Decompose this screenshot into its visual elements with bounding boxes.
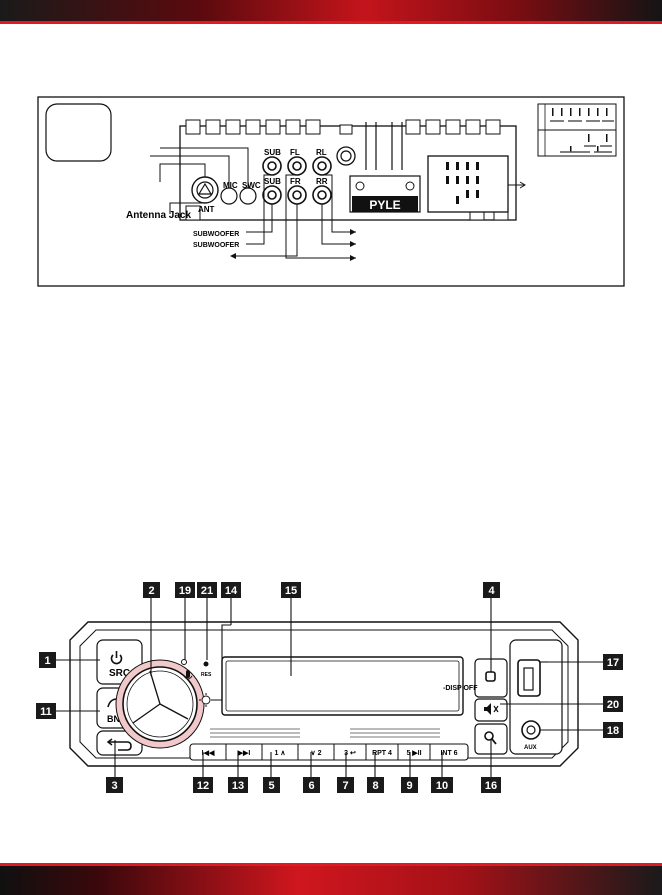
preset-2-button[interactable]: ∨ 2	[311, 750, 322, 757]
callout-4: 4	[483, 582, 500, 598]
reset-hole	[182, 660, 187, 665]
callout-12: 12	[193, 777, 213, 793]
subwoofer-label-1: SUBWOOFER	[193, 231, 239, 238]
svg-text:14: 14	[225, 585, 238, 597]
svg-text:10: 10	[436, 780, 448, 792]
callout-21: 21	[197, 582, 217, 598]
callout-13: 13	[228, 777, 248, 793]
callout-8: 8	[367, 777, 384, 793]
callout-15: 15	[281, 582, 301, 598]
lcd-display	[222, 657, 463, 715]
prev-button[interactable]: I◀◀	[202, 750, 215, 757]
callout-14: 14	[221, 582, 241, 598]
preset-6-button[interactable]: INT 6	[440, 750, 457, 757]
svg-text:19: 19	[179, 585, 191, 597]
preset-1-button[interactable]: 1 ∧	[275, 750, 286, 757]
mic-label: MIC	[223, 181, 238, 190]
mic-jack	[221, 188, 237, 204]
aux-label: AUX	[524, 745, 537, 751]
next-button[interactable]: ▶▶I	[237, 750, 251, 757]
svg-text:8: 8	[372, 780, 378, 792]
callout-7: 7	[337, 777, 354, 793]
callout-5: 5	[263, 777, 280, 793]
svg-text:1: 1	[44, 655, 50, 667]
rr-label: RR	[316, 177, 328, 186]
wiring-diagram: ANT MIC SWC SUB FL RL SUB FR RR PYLE	[38, 97, 624, 286]
svg-text:6: 6	[308, 780, 314, 792]
blank-badge	[46, 104, 111, 161]
svg-text:3: 3	[111, 780, 117, 792]
ir-sensor	[204, 662, 209, 667]
callout-1: 1	[39, 652, 56, 668]
svg-text:13: 13	[232, 780, 244, 792]
callout-3: 3	[106, 777, 123, 793]
callout-17: 17	[603, 654, 623, 670]
svg-text:18: 18	[607, 725, 619, 737]
svg-text:20: 20	[607, 699, 619, 711]
callout-6: 6	[303, 777, 320, 793]
wire-chart	[538, 104, 616, 156]
fl-label: FL	[290, 148, 300, 157]
svg-text:21: 21	[201, 585, 213, 597]
svg-text:4: 4	[488, 585, 495, 597]
callout-20: 20	[603, 696, 623, 712]
svg-text:16: 16	[485, 780, 497, 792]
callout-10: 10	[431, 777, 453, 793]
disp-icon	[486, 672, 495, 681]
svg-text:11: 11	[40, 706, 52, 718]
preset-bar	[190, 744, 468, 760]
rl-label: RL	[316, 148, 327, 157]
swc-jack	[240, 188, 256, 204]
brand-logo: PYLE	[369, 198, 400, 212]
callout-2: 2	[143, 582, 160, 598]
res-label: RES	[201, 672, 212, 678]
disp-off-label: -DISP OFF	[443, 685, 478, 692]
callout-18: 18	[603, 722, 623, 738]
svg-text:9: 9	[406, 780, 412, 792]
callout-16: 16	[481, 777, 501, 793]
preset-5-button[interactable]: 5 ▶II	[406, 750, 421, 757]
svg-text:15: 15	[285, 585, 297, 597]
swc-label: SWC	[242, 181, 261, 190]
svg-text:17: 17	[607, 657, 619, 669]
sub-label: SUB	[264, 177, 281, 186]
footer-band	[0, 863, 662, 895]
callout-11: 11	[36, 703, 56, 719]
callout-9: 9	[401, 777, 418, 793]
fr-label: FR	[290, 177, 301, 186]
svg-text:7: 7	[342, 780, 348, 792]
ant-label: ANT	[198, 205, 215, 214]
callout-19: 19	[175, 582, 195, 598]
svg-text:5: 5	[268, 780, 274, 792]
svg-text:2: 2	[148, 585, 154, 597]
sur-label: SUB	[264, 148, 281, 157]
antenna-jack-label: Antenna Jack	[126, 210, 191, 221]
svg-text:12: 12	[197, 780, 209, 792]
subwoofer-label-2: SUBWOOFER	[193, 242, 239, 249]
front-panel-diagram: SRC BND RES	[56, 597, 603, 777]
